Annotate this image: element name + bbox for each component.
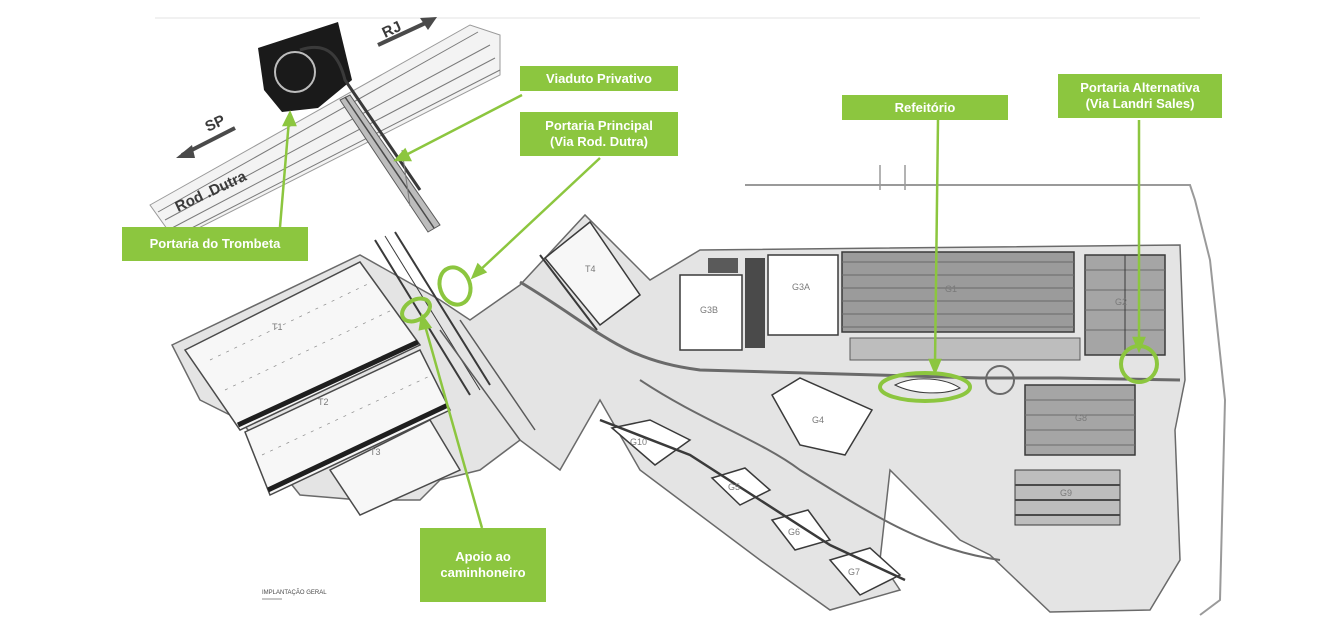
- highlight-portaria-principal: [437, 265, 473, 307]
- building-label-t2: T2: [318, 397, 329, 407]
- drawing-caption: IMPLANTAÇÃO GERAL: [262, 589, 327, 596]
- building-label-g8: G8: [1075, 413, 1087, 423]
- building-label-t3: T3: [370, 447, 381, 457]
- building-label-g5: G5: [728, 482, 740, 492]
- building-label-g1: G1: [945, 284, 957, 294]
- callout-portaria-principal: Portaria Principal (Via Rod. Dutra): [520, 112, 678, 156]
- building-label-g3b: G3B: [700, 305, 718, 315]
- building-label-g7: G7: [848, 567, 860, 577]
- highlight-refeitorio: [878, 371, 972, 403]
- highway-rod-dutra: [149, 24, 501, 241]
- building-label-g3a: G3A: [792, 282, 810, 292]
- warehouse-g2: [1084, 254, 1166, 356]
- parking-g9: [1014, 469, 1121, 526]
- warehouse-g3a: [767, 254, 839, 336]
- callout-refeitorio: Refeitório: [842, 95, 1008, 120]
- private-viaduct: [339, 94, 441, 233]
- arrow-rj-icon: [377, 17, 437, 47]
- arrow-sp-icon: [176, 126, 236, 158]
- building-label-g10: G10: [630, 437, 647, 447]
- warehouse-g7: [828, 547, 902, 596]
- warehouse-t4: [543, 220, 642, 327]
- warehouse-g3b: [679, 274, 743, 351]
- trumpet-interchange: [258, 22, 422, 191]
- building-label-t1: T1: [272, 322, 283, 332]
- warehouse-g4: [770, 377, 874, 456]
- warehouse-block-west: [183, 231, 536, 516]
- building-label-g4: G4: [812, 415, 824, 425]
- callout-viaduto-privativo: Viaduto Privativo: [520, 66, 678, 91]
- building-label-g6: G6: [788, 527, 800, 537]
- road-label-rj: RJ: [380, 18, 405, 42]
- warehouse-g8: [1024, 384, 1136, 456]
- road-label-sp: SP: [203, 112, 228, 136]
- warehouse-g1: [841, 251, 1075, 333]
- building-label-g2: G2: [1115, 297, 1127, 307]
- building-label-g9: G9: [1060, 488, 1072, 498]
- warehouse-g6: [770, 509, 832, 551]
- callout-portaria-alternativa: Portaria Alternativa (Via Landri Sales): [1058, 74, 1222, 118]
- callout-portaria-trombeta: Portaria do Trombeta: [122, 227, 308, 261]
- callout-apoio-caminhoneiro: Apoio ao caminhoneiro: [420, 528, 546, 602]
- building-label-t4: T4: [585, 264, 596, 274]
